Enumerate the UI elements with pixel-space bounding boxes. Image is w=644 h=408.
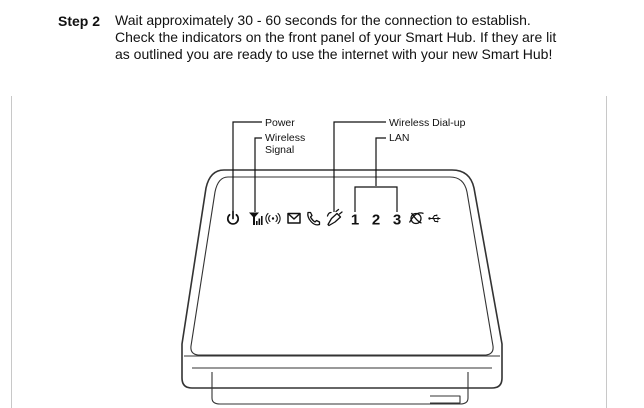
power-leader-line bbox=[232, 121, 262, 212]
power-callout-label: Power bbox=[265, 117, 295, 129]
wireless-signal-callout-label-2: Signal bbox=[265, 144, 294, 156]
lan-port-3-indicator: 3 bbox=[393, 212, 401, 229]
lan-leader-line bbox=[375, 137, 386, 186]
step-instructions: Wait approximately 30 - 60 seconds for t… bbox=[115, 12, 635, 63]
wireless-dialup-callout-label: Wireless Dial-up bbox=[389, 117, 466, 129]
lan-callout-label: LAN bbox=[389, 132, 409, 144]
device-stand bbox=[211, 372, 469, 405]
signal-bars-icon bbox=[249, 212, 263, 225]
usb-icon bbox=[428, 214, 441, 223]
instruction-line: as outlined you are ready to use the int… bbox=[115, 46, 553, 62]
indicator-row: 1 2 3 bbox=[227, 208, 441, 229]
lan-port-2-indicator: 2 bbox=[372, 212, 380, 229]
wireless-signal-callout-label: Wireless bbox=[265, 132, 305, 144]
page-margin-line bbox=[606, 96, 607, 408]
device-outer-shell bbox=[181, 169, 503, 389]
smart-hub-device bbox=[181, 169, 503, 405]
instruction-line: Wait approximately 30 - 60 seconds for t… bbox=[115, 12, 531, 28]
envelope-icon bbox=[287, 212, 301, 224]
callout-leaders bbox=[232, 121, 398, 212]
instruction-line: Check the indicators on the front panel … bbox=[115, 29, 557, 45]
page-margin-line bbox=[11, 96, 12, 408]
globe-icon bbox=[408, 212, 424, 225]
step-label: Step 2 bbox=[58, 13, 101, 29]
phone-icon bbox=[307, 211, 321, 226]
lan-port-1-indicator: 1 bbox=[351, 212, 359, 229]
lan-bracket bbox=[354, 186, 398, 212]
power-icon bbox=[227, 210, 239, 225]
device-base bbox=[184, 355, 500, 369]
device-foot bbox=[430, 395, 461, 404]
wireless-dialup-icon bbox=[326, 208, 343, 227]
device-front-panel bbox=[190, 176, 494, 356]
wifi-icon bbox=[265, 212, 281, 225]
wireless-dialup-leader-line bbox=[333, 121, 386, 212]
wireless-signal-leader-line bbox=[254, 137, 262, 212]
